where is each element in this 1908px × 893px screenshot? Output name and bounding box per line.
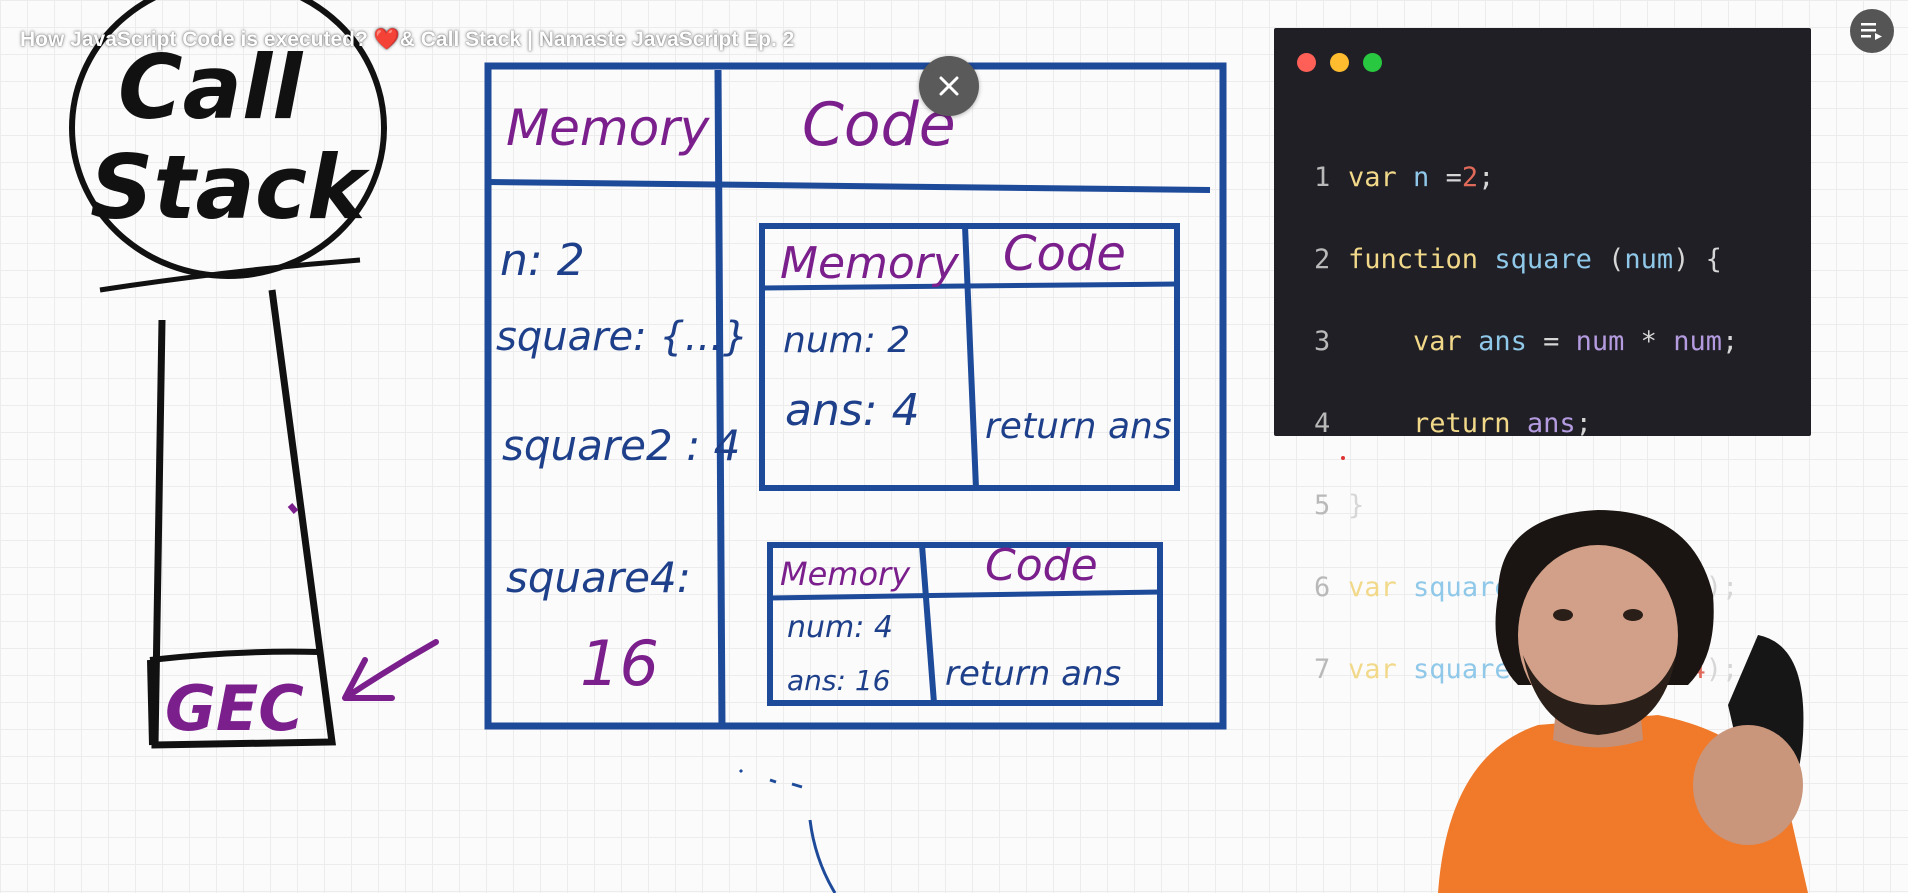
inner-execution-context-2 [767,542,1163,706]
code-line-5: 5} [1314,490,1365,521]
ec2-code: return ans [945,654,1121,694]
memory-square4-value: 16 [580,627,659,700]
gec-arrow [342,639,439,701]
inner-execution-context-1 [759,223,1180,491]
ec1-ans: ans: 4 [785,385,920,436]
ec2-code-header: Code [985,540,1098,591]
global-execution-context [484,62,1227,730]
ec2-memory-header: Memory [780,555,911,593]
ec2-ans: ans: 16 [787,664,890,697]
ec2-num: num: 4 [787,610,893,645]
code-line-3: 3 var ans = num * num; [1314,326,1739,357]
window-maximize-dot [1363,53,1382,72]
window-close-dot [1297,53,1316,72]
close-button[interactable] [919,56,979,116]
memory-n: n: 2 [500,235,585,286]
video-title[interactable]: How JavaScript Code is executed? ❤️& Cal… [20,28,795,51]
close-icon [939,76,959,96]
playlist-button[interactable] [1850,9,1894,53]
ec1-num: num: 2 [783,320,910,361]
ec1-code: return ans [985,406,1172,447]
ec1-code-header: Code [1003,226,1126,282]
call-stack-circle [69,0,387,279]
code-line-4: 4 return ans; [1314,408,1592,439]
gec-memory-header: Memory [506,99,711,157]
call-stack-container [151,289,336,749]
memory-square4-label: square4: [506,553,691,602]
window-minimize-dot [1330,53,1349,72]
call-stack-label-line1: Call [118,36,304,139]
memory-square2: square2 : 4 [502,421,740,470]
presenter-illustration [1438,510,1808,893]
ec1-memory-header: Memory [780,238,960,289]
call-stack-entry-gec: GEC [165,672,304,745]
playlist-icon [1861,23,1882,40]
call-stack-label-line2: Stack [90,136,370,239]
presenter-video [1428,505,1880,893]
memory-square: square: {...} [496,314,748,360]
